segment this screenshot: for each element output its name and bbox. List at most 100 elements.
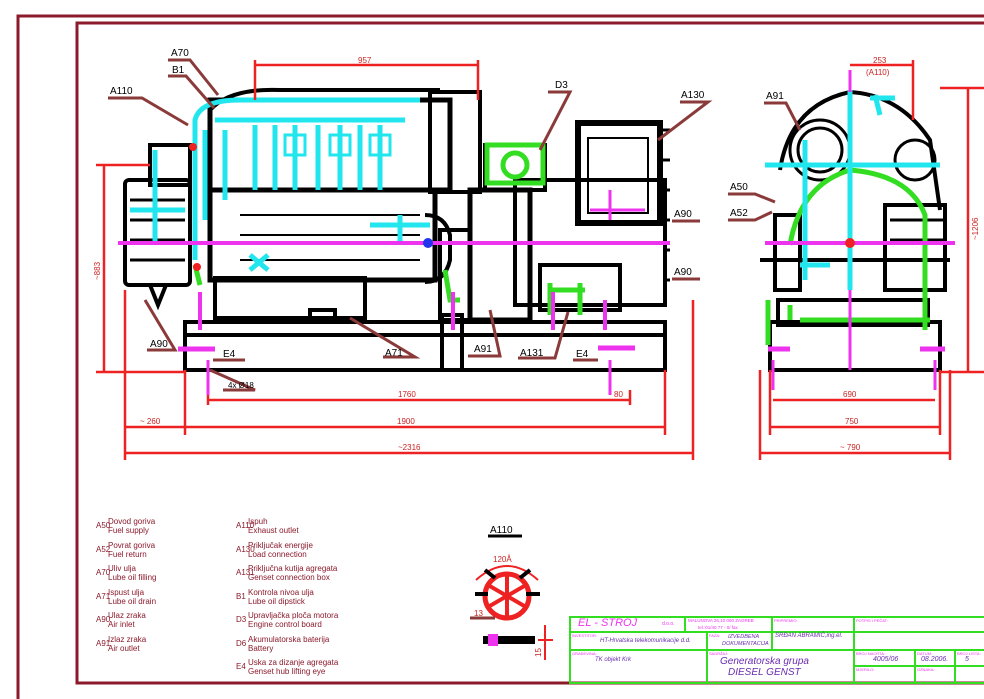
legend-code: D6	[236, 638, 247, 648]
sadrzaj-label: SADRŽAJ:	[709, 651, 729, 656]
legend-text-en: Lube oil drain	[108, 596, 157, 606]
legend-code: A52	[96, 544, 111, 554]
legend-text-en: Air inlet	[108, 620, 135, 629]
label-d3: D3	[555, 80, 568, 91]
legend-text-hr: Priključna kutija agregata	[248, 564, 338, 573]
legend-text-hr: Ulaz zraka	[108, 611, 146, 620]
legend-text-en: Fuel supply	[108, 526, 149, 535]
label-a70: A70	[171, 48, 189, 59]
dim-2316: ~2316	[398, 443, 421, 452]
label-a90-upper: A90	[674, 209, 692, 220]
legend-text-en: Load connection	[248, 549, 307, 559]
gradevina: TK objekt Krk	[595, 657, 632, 663]
legend-text-en: Lube oil filling	[108, 573, 157, 582]
dim-15: 15	[534, 648, 543, 657]
list: 5	[965, 656, 969, 663]
dim-260: ~ 260	[140, 417, 161, 426]
legend-text-en: Genset hub lifting eye	[248, 667, 326, 676]
legend-code: D3	[236, 615, 247, 624]
dim-253: 253	[873, 56, 887, 65]
company-address: MALUNOVA 26,10 000 ZAGREB	[688, 618, 754, 623]
dimension-labels: 957 253 (A110) ~883 ~1206 4x Ø18 1760 80…	[93, 56, 980, 657]
legend-text-hr: Kontrola nivoa ulja	[248, 587, 314, 597]
legend-text-en: Battery	[248, 643, 274, 653]
investor: HT-Hrvatska telekomunikacije d.d.	[600, 638, 691, 644]
drawing-frame	[16, 14, 984, 699]
dim-750: 750	[845, 417, 859, 426]
faza-line2: DOKUMENTACIJA	[722, 641, 769, 647]
label-a90-lower: A90	[674, 267, 692, 278]
legend-text-en: Exhaust outlet	[248, 526, 299, 535]
label-b1: B1	[172, 65, 185, 76]
datum: 08.2006.	[921, 656, 949, 663]
legend-text-hr: Ispust ulja	[108, 587, 145, 597]
company-suffix: d.o.o.	[662, 621, 675, 627]
legend-text-en: Engine control board	[248, 620, 322, 629]
legend-code: A110	[236, 521, 255, 530]
prepared-label: PRIPREMIO:	[774, 618, 798, 623]
legend-code: A130	[236, 544, 255, 554]
legend-text-en: Fuel return	[108, 549, 147, 559]
list-label: BROJ LISTA:	[957, 651, 981, 656]
label-a52: A52	[730, 208, 748, 219]
label-e4-right: E4	[576, 349, 589, 360]
mjerilo-label: MJERILO:	[856, 667, 875, 672]
faza-line1: IZVEDBENA	[728, 634, 760, 640]
legend-code: A50	[96, 521, 111, 530]
legend-code: A91	[96, 638, 111, 648]
dim-253-note: (A110)	[866, 68, 890, 77]
label-a110: A110	[110, 86, 133, 97]
dim-883: ~883	[93, 261, 102, 280]
side-view	[118, 87, 670, 395]
engineer: SRĐAN ABRAMIĆ,ing.el.	[775, 633, 843, 639]
legend-text-hr: Dovod goriva	[108, 517, 156, 526]
label-a130: A130	[681, 90, 705, 101]
legend-text-hr: Ispuh	[248, 517, 268, 526]
label-a91-side: A91	[474, 344, 492, 355]
broj: 4005/06	[873, 656, 899, 663]
legend-text-hr: Izlaz zraka	[108, 634, 147, 644]
label-a110-detail: A110	[490, 525, 513, 536]
legend-text-hr: Upravljačka ploča motora	[248, 611, 339, 620]
legend-text-en: Genset connection box	[248, 573, 330, 582]
faza-label: FAZA:	[709, 633, 721, 638]
legend-text-hr: Uska za dizanje agregata	[248, 658, 339, 667]
part-labels: A70 B1 A110 D3 A130 A91 A50 A52 A90 A90 …	[110, 48, 784, 536]
drawing-title-1: Generatorska grupa	[720, 656, 809, 667]
legend-code: A131	[236, 568, 255, 577]
dim-1760: 1760	[398, 390, 416, 399]
dim-957: 957	[358, 56, 372, 65]
dim-690: 690	[843, 390, 857, 399]
legend-text-hr: Akumulatorska baterija	[248, 634, 330, 644]
oznaka-label: OZNAKA:	[917, 667, 935, 672]
investor-label: INVESTITOR:	[572, 633, 598, 638]
datum-label: DATUM:	[917, 651, 933, 656]
legend-text-hr: Povrat goriva	[108, 540, 156, 550]
legend-text-hr: Priključak energije	[248, 540, 313, 550]
legend-text-hr: Uliv ulja	[108, 564, 137, 573]
gradevina-label: GRAĐEVINA:	[572, 651, 597, 656]
legend-text-en: Lube oil dipstick	[248, 596, 305, 606]
legend-code: A71	[96, 591, 111, 601]
drawing-title-2: DIESEL GENST	[728, 667, 801, 678]
label-e4-left: E4	[223, 349, 236, 360]
dim-4x18: 4x Ø18	[228, 381, 254, 390]
dim-80: 80	[614, 390, 623, 399]
dim-13: 13	[474, 609, 483, 618]
label-a131: A131	[520, 348, 544, 359]
label-a91-end: A91	[766, 91, 784, 102]
dim-1206: ~1206	[971, 217, 980, 240]
broj-label: BROJ NACRTA:	[856, 651, 885, 656]
company-phone: tel.:01/40 77 - 0/ fax	[698, 625, 738, 630]
label-a50: A50	[730, 182, 748, 193]
company-name: EL - STROJ	[578, 617, 638, 629]
dim-120: 120Å	[493, 555, 512, 564]
label-a90-left: A90	[150, 339, 168, 350]
end-view	[760, 70, 955, 390]
leader-lines	[108, 58, 802, 392]
dim-790: ~ 790	[840, 443, 861, 452]
legend-code: A70	[96, 568, 111, 577]
approved-label: POTPIS I PEČAT:	[856, 618, 888, 623]
